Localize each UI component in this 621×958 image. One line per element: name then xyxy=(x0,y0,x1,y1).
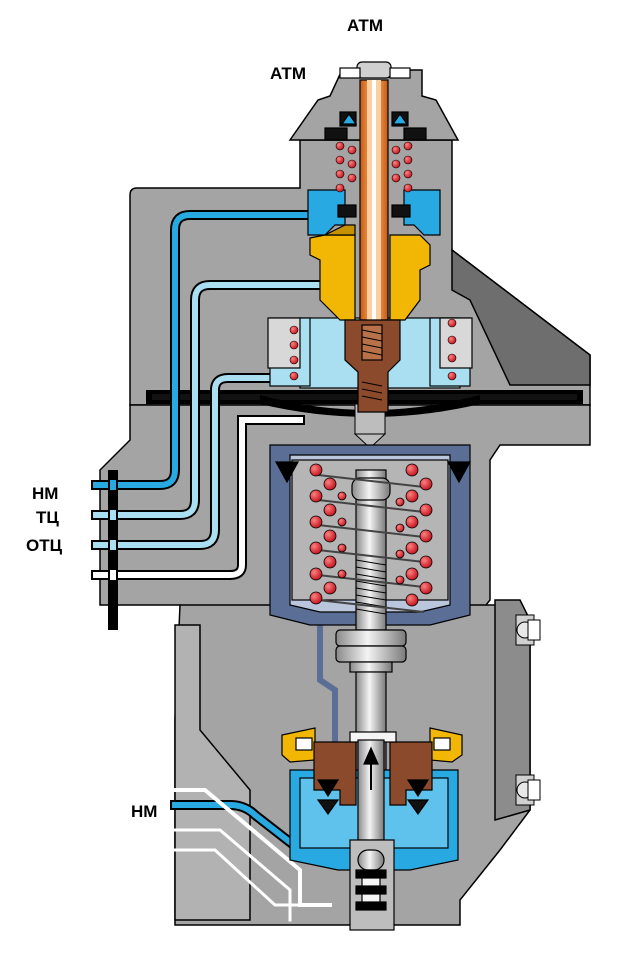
channels xyxy=(91,210,338,922)
lower-valve xyxy=(281,727,463,931)
middle-spring xyxy=(309,463,433,613)
label-otc: ОТЦ xyxy=(26,536,63,555)
label-atm-top: АТМ xyxy=(347,16,383,35)
label-tc: ТЦ xyxy=(36,508,59,527)
upper-spring xyxy=(289,141,457,381)
label-nm-lower: НМ xyxy=(131,802,158,821)
label-atm-side: АТМ xyxy=(270,64,306,83)
upper-valve xyxy=(267,61,473,413)
bolts xyxy=(515,614,541,806)
label-nm: НМ xyxy=(32,484,59,503)
